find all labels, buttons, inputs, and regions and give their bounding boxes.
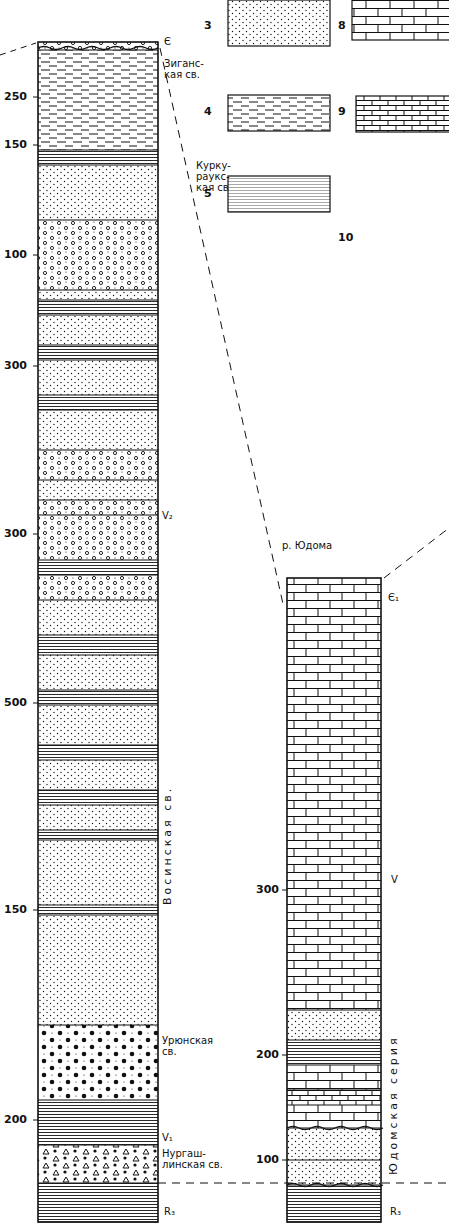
rock-layer (38, 220, 158, 290)
rock-layer (38, 165, 158, 220)
unconformity-line (287, 1127, 383, 1130)
right-column-outline (287, 578, 381, 1222)
scale-number: 300 (4, 360, 27, 371)
rock-layer (38, 690, 158, 705)
correlation-line (158, 1183, 449, 1184)
rock-layer (38, 790, 158, 805)
left-column-outline (38, 42, 158, 1222)
strat-label: V₂ (162, 510, 173, 521)
rock-layer (38, 560, 158, 575)
rock-layer (38, 575, 158, 600)
rock-layer (38, 450, 158, 480)
strat-label: V (391, 874, 398, 885)
rock-layer (38, 1145, 158, 1183)
rock-layer (38, 410, 158, 450)
strat-label: Нургаш- линская св. (162, 1148, 224, 1170)
legend-swatch (228, 95, 330, 131)
scale-number: 300 (4, 528, 27, 539)
legend-swatch (228, 176, 330, 212)
scale-number: 100 (4, 249, 27, 260)
unconformity-line (287, 1184, 383, 1187)
legend-swatch (228, 0, 330, 46)
rock-layer (38, 600, 158, 635)
rock-layer (287, 1090, 381, 1105)
scale-number: 250 (4, 91, 27, 102)
rock-layer (38, 290, 158, 300)
strat-label: Урюнская св. (162, 1035, 212, 1057)
scale-number: 150 (4, 139, 27, 150)
rock-layer (38, 905, 158, 915)
rock-layer (38, 360, 158, 395)
strat-label: R₃ (390, 1206, 401, 1217)
unit-name: Юдомская серия (388, 1035, 399, 1175)
rock-layer (38, 42, 158, 50)
rock-layer (287, 1010, 381, 1040)
rock-layer (287, 1160, 381, 1185)
legend-swatch (356, 96, 449, 132)
strat-label: Є₁ (388, 592, 399, 603)
rock-layer (38, 395, 158, 410)
strat-label: Є (164, 36, 171, 47)
legend-number: 10 (338, 232, 353, 243)
scale-number: 300 (256, 884, 279, 895)
rock-layer (287, 1040, 381, 1065)
unconformity-line (38, 47, 158, 50)
scale-ticks (33, 97, 287, 1160)
rock-layer (38, 635, 158, 655)
rock-layer (38, 1183, 158, 1222)
rock-layer (38, 1025, 158, 1100)
scale-number: 200 (256, 1049, 279, 1060)
legend-swatch (352, 0, 449, 40)
strat-label: р. Юдома (282, 540, 332, 551)
rock-layer (287, 1105, 381, 1128)
legend-number: 3 (204, 20, 212, 31)
rock-layer (38, 300, 158, 315)
layer-group (38, 42, 381, 1222)
rock-layer (38, 150, 158, 165)
rock-layer (38, 830, 158, 840)
rock-layer (38, 500, 158, 515)
rock-layer (287, 1185, 381, 1222)
strat-label: Зиганс- кая св. (164, 58, 214, 80)
scale-number: 150 (4, 904, 27, 915)
rock-layer (287, 1065, 381, 1090)
rock-layer (38, 705, 158, 745)
strat-label: R₃ (164, 1206, 175, 1217)
rock-layer (38, 480, 158, 500)
rock-layer (287, 1128, 381, 1160)
rock-layer (38, 515, 158, 560)
correlation-line (384, 528, 449, 578)
rock-layer (287, 578, 381, 1010)
scale-number: 500 (4, 697, 27, 708)
legend-number: 4 (204, 106, 212, 117)
scale-number: 200 (4, 1114, 27, 1125)
rock-layer (38, 50, 158, 150)
scale-number: 100 (256, 1154, 279, 1165)
strat-label: V₁ (162, 1132, 173, 1143)
rock-layer (38, 760, 158, 790)
correlation-line (0, 43, 36, 55)
legend-number: 5 (204, 188, 212, 199)
rock-layer (38, 745, 158, 760)
rock-layer (38, 915, 158, 1025)
legend-number: 9 (338, 106, 346, 117)
unit-name: Восинская св. (162, 786, 173, 905)
rock-layer (38, 805, 158, 830)
rock-layer (38, 840, 158, 905)
rock-layer (38, 1100, 158, 1145)
rock-layer (38, 315, 158, 345)
rock-layer (38, 655, 158, 690)
rock-layer (38, 345, 158, 360)
strat-label: Курку- раукс- кая св (196, 160, 240, 193)
legend-number: 8 (338, 20, 346, 31)
